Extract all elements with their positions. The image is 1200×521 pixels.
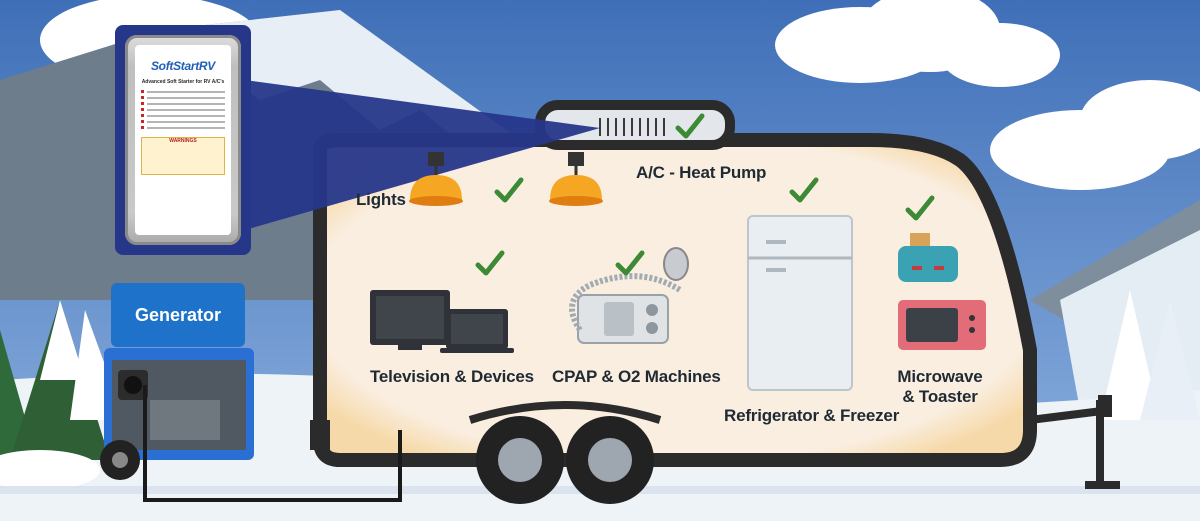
tv-icon	[370, 290, 450, 350]
microwave-icon	[898, 300, 986, 350]
cpap-label: CPAP & O2 Machines	[552, 367, 721, 386]
device-warning-box: WARNINGS	[141, 137, 225, 175]
fridge-icon	[747, 215, 853, 391]
generator-icon	[100, 348, 254, 480]
power-cable	[143, 385, 402, 502]
device-warning-title: WARNINGS	[169, 138, 197, 144]
checkmark-icon	[475, 113, 935, 276]
laptop-icon	[440, 309, 514, 353]
lamp-icon	[549, 152, 603, 206]
microwave-label: Microwave & Toaster	[880, 367, 1000, 408]
toaster-icon	[898, 233, 958, 282]
trees-right	[1100, 290, 1200, 420]
fridge-label: Refrigerator & Freezer	[724, 406, 900, 425]
tv-label: Television & Devices	[370, 367, 534, 386]
microwave-label-line1: Microwave	[897, 367, 983, 386]
callout-beam	[245, 80, 600, 230]
softstart-device-icon: SoftStartRV Advanced Soft Starter for RV…	[125, 35, 241, 245]
ac-label: A/C - Heat Pump	[636, 163, 767, 182]
microwave-label-line2: & Toaster	[902, 387, 978, 407]
lights-label: Lights	[356, 190, 406, 209]
device-tagline: Advanced Soft Starter for RV A/C's	[141, 79, 225, 85]
device-feature-lines	[141, 90, 225, 129]
cpap-icon	[569, 247, 689, 344]
generator-label: Generator	[111, 283, 245, 347]
lamp-icon	[409, 152, 463, 206]
device-label: SoftStartRV Advanced Soft Starter for RV…	[135, 45, 231, 235]
device-brand: SoftStartRV	[150, 59, 216, 73]
